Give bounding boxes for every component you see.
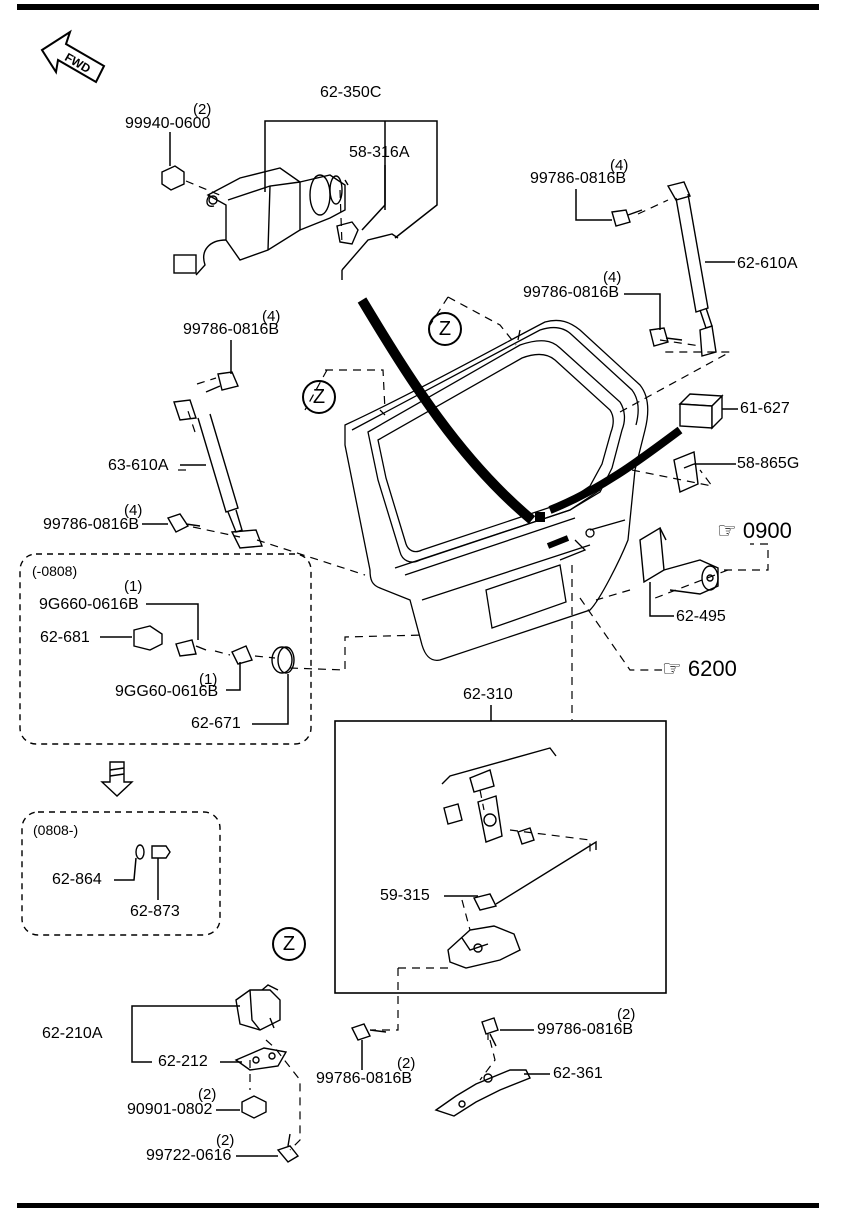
weatherstrip-leader-2 — [548, 426, 683, 514]
bolt-99786-b — [649, 327, 683, 347]
ref-6200: ☞ 6200 — [662, 658, 737, 680]
parts-early — [133, 625, 295, 674]
label-62-350C: 62-350C — [320, 84, 382, 101]
bottom-border-bar — [17, 1203, 819, 1208]
weatherstrip-leader — [357, 297, 536, 524]
label-62-495: 62-495 — [676, 608, 726, 625]
qty-90901: (2) — [198, 1086, 217, 1103]
plate-62-212 — [234, 1047, 288, 1071]
label-90901-0802: 90901-0802 — [127, 1101, 213, 1118]
label-99940-0600: 99940-0600 — [125, 115, 211, 132]
label-62-864: 62-864 — [52, 871, 102, 888]
bolt-99786-d — [166, 513, 201, 533]
label-62-681: 62-681 — [40, 629, 90, 646]
label-62-361: 62-361 — [553, 1065, 603, 1082]
label-63-610A: 63-610A — [108, 457, 169, 474]
label-99786-e: 99786-0816B — [316, 1070, 413, 1087]
qty-9GG60: (1) — [199, 671, 218, 688]
label-9G660-0616B: 9G660-0616B — [39, 596, 139, 613]
label-99786-f: 99786-0816B — [537, 1021, 634, 1038]
label-62-210A: 62-210A — [42, 1025, 103, 1042]
block-61-627 — [678, 393, 724, 430]
bolt-99786-a — [611, 209, 643, 227]
qty-99786-c: (4) — [262, 308, 281, 325]
qty-99786-a: (4) — [610, 157, 629, 174]
bolt-99786-c — [205, 371, 239, 393]
label-61-627: 61-627 — [740, 400, 790, 417]
bolt-99786-e — [351, 1023, 387, 1041]
leader-lines — [100, 120, 738, 1157]
bolt-99786-f — [481, 1017, 499, 1047]
lock-cylinder-62-495 — [639, 526, 719, 595]
strut-63-610A — [173, 399, 263, 549]
label-59-315: 59-315 — [380, 887, 430, 904]
qty-99786-e: (2) — [397, 1055, 416, 1072]
label-99786-d: 99786-0816B — [43, 516, 140, 533]
zone-marker-top: Z — [428, 312, 462, 346]
box-late-frame — [21, 811, 221, 936]
label-99786-a: 99786-0816B — [530, 170, 627, 187]
top-border-bar — [17, 4, 819, 10]
label-62-610A: 62-610A — [737, 255, 798, 272]
parts-late — [135, 844, 171, 860]
box-62-310 — [334, 720, 667, 994]
qty-99786-d: (4) — [124, 502, 143, 519]
label-99786-c: 99786-0816B — [183, 321, 280, 338]
hand-pointer-icon: ☞ — [662, 656, 682, 681]
dashed-guides — [178, 180, 769, 1151]
down-arrow-icon — [100, 761, 134, 797]
label-9GG60-0616B: 9GG60-0616B — [115, 683, 219, 700]
label-58-865G: 58-865G — [737, 455, 800, 472]
qty-99786-f: (2) — [617, 1006, 636, 1023]
qty-99786-b: (4) — [603, 269, 622, 286]
hinge-62-210A — [235, 984, 281, 1031]
box-early-frame — [19, 553, 312, 745]
zone-marker-left: Z — [302, 380, 336, 414]
ref-0900: ☞ 0900 — [717, 520, 792, 542]
label-99786-b: 99786-0816B — [523, 284, 620, 301]
zone-marker-bottom: Z — [272, 927, 306, 961]
qty-99940: (2) — [193, 101, 212, 118]
actuator-assembly — [173, 167, 349, 276]
fwd-arrow-icon — [40, 29, 106, 84]
gate-marker — [535, 512, 545, 522]
bracket-58-865G — [673, 451, 699, 493]
lock-rod-58-316A — [336, 221, 399, 280]
bolt-99722 — [276, 1133, 300, 1163]
qty-9G660: (1) — [124, 578, 143, 595]
part-99940-nut — [161, 165, 185, 191]
label-62-671: 62-671 — [191, 715, 241, 732]
ref-6200-number: 6200 — [687, 656, 737, 681]
label-99722-0616: 99722-0616 — [146, 1147, 232, 1164]
bracket-62-361 — [434, 1069, 531, 1117]
label-62-310: 62-310 — [463, 686, 513, 703]
label-58-316A: 58-316A — [349, 144, 410, 161]
ref-0900-number: 0900 — [742, 518, 792, 543]
box-early-caption: (-0808) — [32, 563, 78, 579]
label-62-873: 62-873 — [130, 903, 180, 920]
label-62-212: 62-212 — [158, 1053, 208, 1070]
box-late-caption: (0808-) — [33, 822, 79, 838]
qty-99722: (2) — [216, 1132, 235, 1149]
strut-62-610A — [666, 181, 717, 357]
liftgate-drawing — [344, 319, 649, 661]
nut-90901 — [241, 1095, 267, 1119]
hand-pointer-icon: ☞ — [717, 518, 737, 543]
latch-assembly-62-310 — [441, 747, 597, 969]
arrow-into-gate — [546, 535, 570, 549]
